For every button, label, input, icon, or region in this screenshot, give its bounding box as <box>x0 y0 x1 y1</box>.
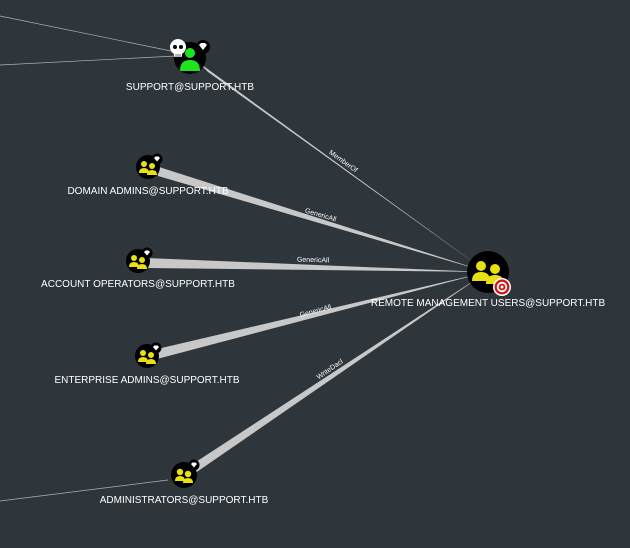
edge-writedacl-administrators[interactable] <box>182 272 487 478</box>
group-icon <box>139 161 157 175</box>
edge-genericall-account-operators[interactable] <box>146 258 487 272</box>
target-icon <box>493 278 511 296</box>
node-enterprise-admins[interactable]: ENTERPRISE ADMINS@SUPPORT.HTB <box>55 342 240 387</box>
node-remote-management-users[interactable]: REMOTE MANAGEMENT USERS@SUPPORT.HTB <box>371 251 606 309</box>
node-account-operators[interactable]: ACCOUNT OPERATORS@SUPPORT.HTB <box>41 247 235 291</box>
group-icon <box>175 468 193 483</box>
edge-offscreen-bottom[interactable] <box>0 479 169 502</box>
node-label-administrators: ADMINISTRATORS@SUPPORT.HTB <box>100 495 269 506</box>
node-domain-admins[interactable]: DOMAIN ADMINS@SUPPORT.HTB <box>67 153 229 198</box>
node-label-domain-admins: DOMAIN ADMINS@SUPPORT.HTB <box>67 186 228 197</box>
diamond-icon <box>150 342 162 354</box>
edge-offscreen-top-b[interactable] <box>0 55 177 66</box>
diamond-icon <box>196 40 210 54</box>
diamond-icon <box>141 247 153 259</box>
group-icon <box>129 255 147 269</box>
user-icon <box>180 48 200 71</box>
diamond-icon <box>151 153 163 165</box>
edge-memberof[interactable] <box>198 62 487 272</box>
node-label-enterprise-admins: ENTERPRISE ADMINS@SUPPORT.HTB <box>55 375 240 386</box>
edge-genericall-domain-admins[interactable] <box>156 166 487 272</box>
node-label-account-operators: ACCOUNT OPERATORS@SUPPORT.HTB <box>41 279 235 290</box>
skull-icon <box>170 39 186 57</box>
node-label-support: SUPPORT@SUPPORT.HTB <box>126 82 254 93</box>
diamond-icon <box>188 459 200 471</box>
node-support[interactable]: SUPPORT@SUPPORT.HTB <box>126 39 254 93</box>
edge-offscreen-top-a[interactable] <box>0 15 177 53</box>
edge-label-genericall-account-operators: GenericAll <box>297 257 330 265</box>
node-label-remote-management-users: REMOTE MANAGEMENT USERS@SUPPORT.HTB <box>371 298 606 309</box>
node-administrators[interactable]: ADMINISTRATORS@SUPPORT.HTB <box>100 459 269 507</box>
edge-label-memberof: MemberOf <box>327 149 358 174</box>
edge-genericall-enterprise-admins[interactable] <box>153 272 487 359</box>
group-icon <box>138 350 156 364</box>
